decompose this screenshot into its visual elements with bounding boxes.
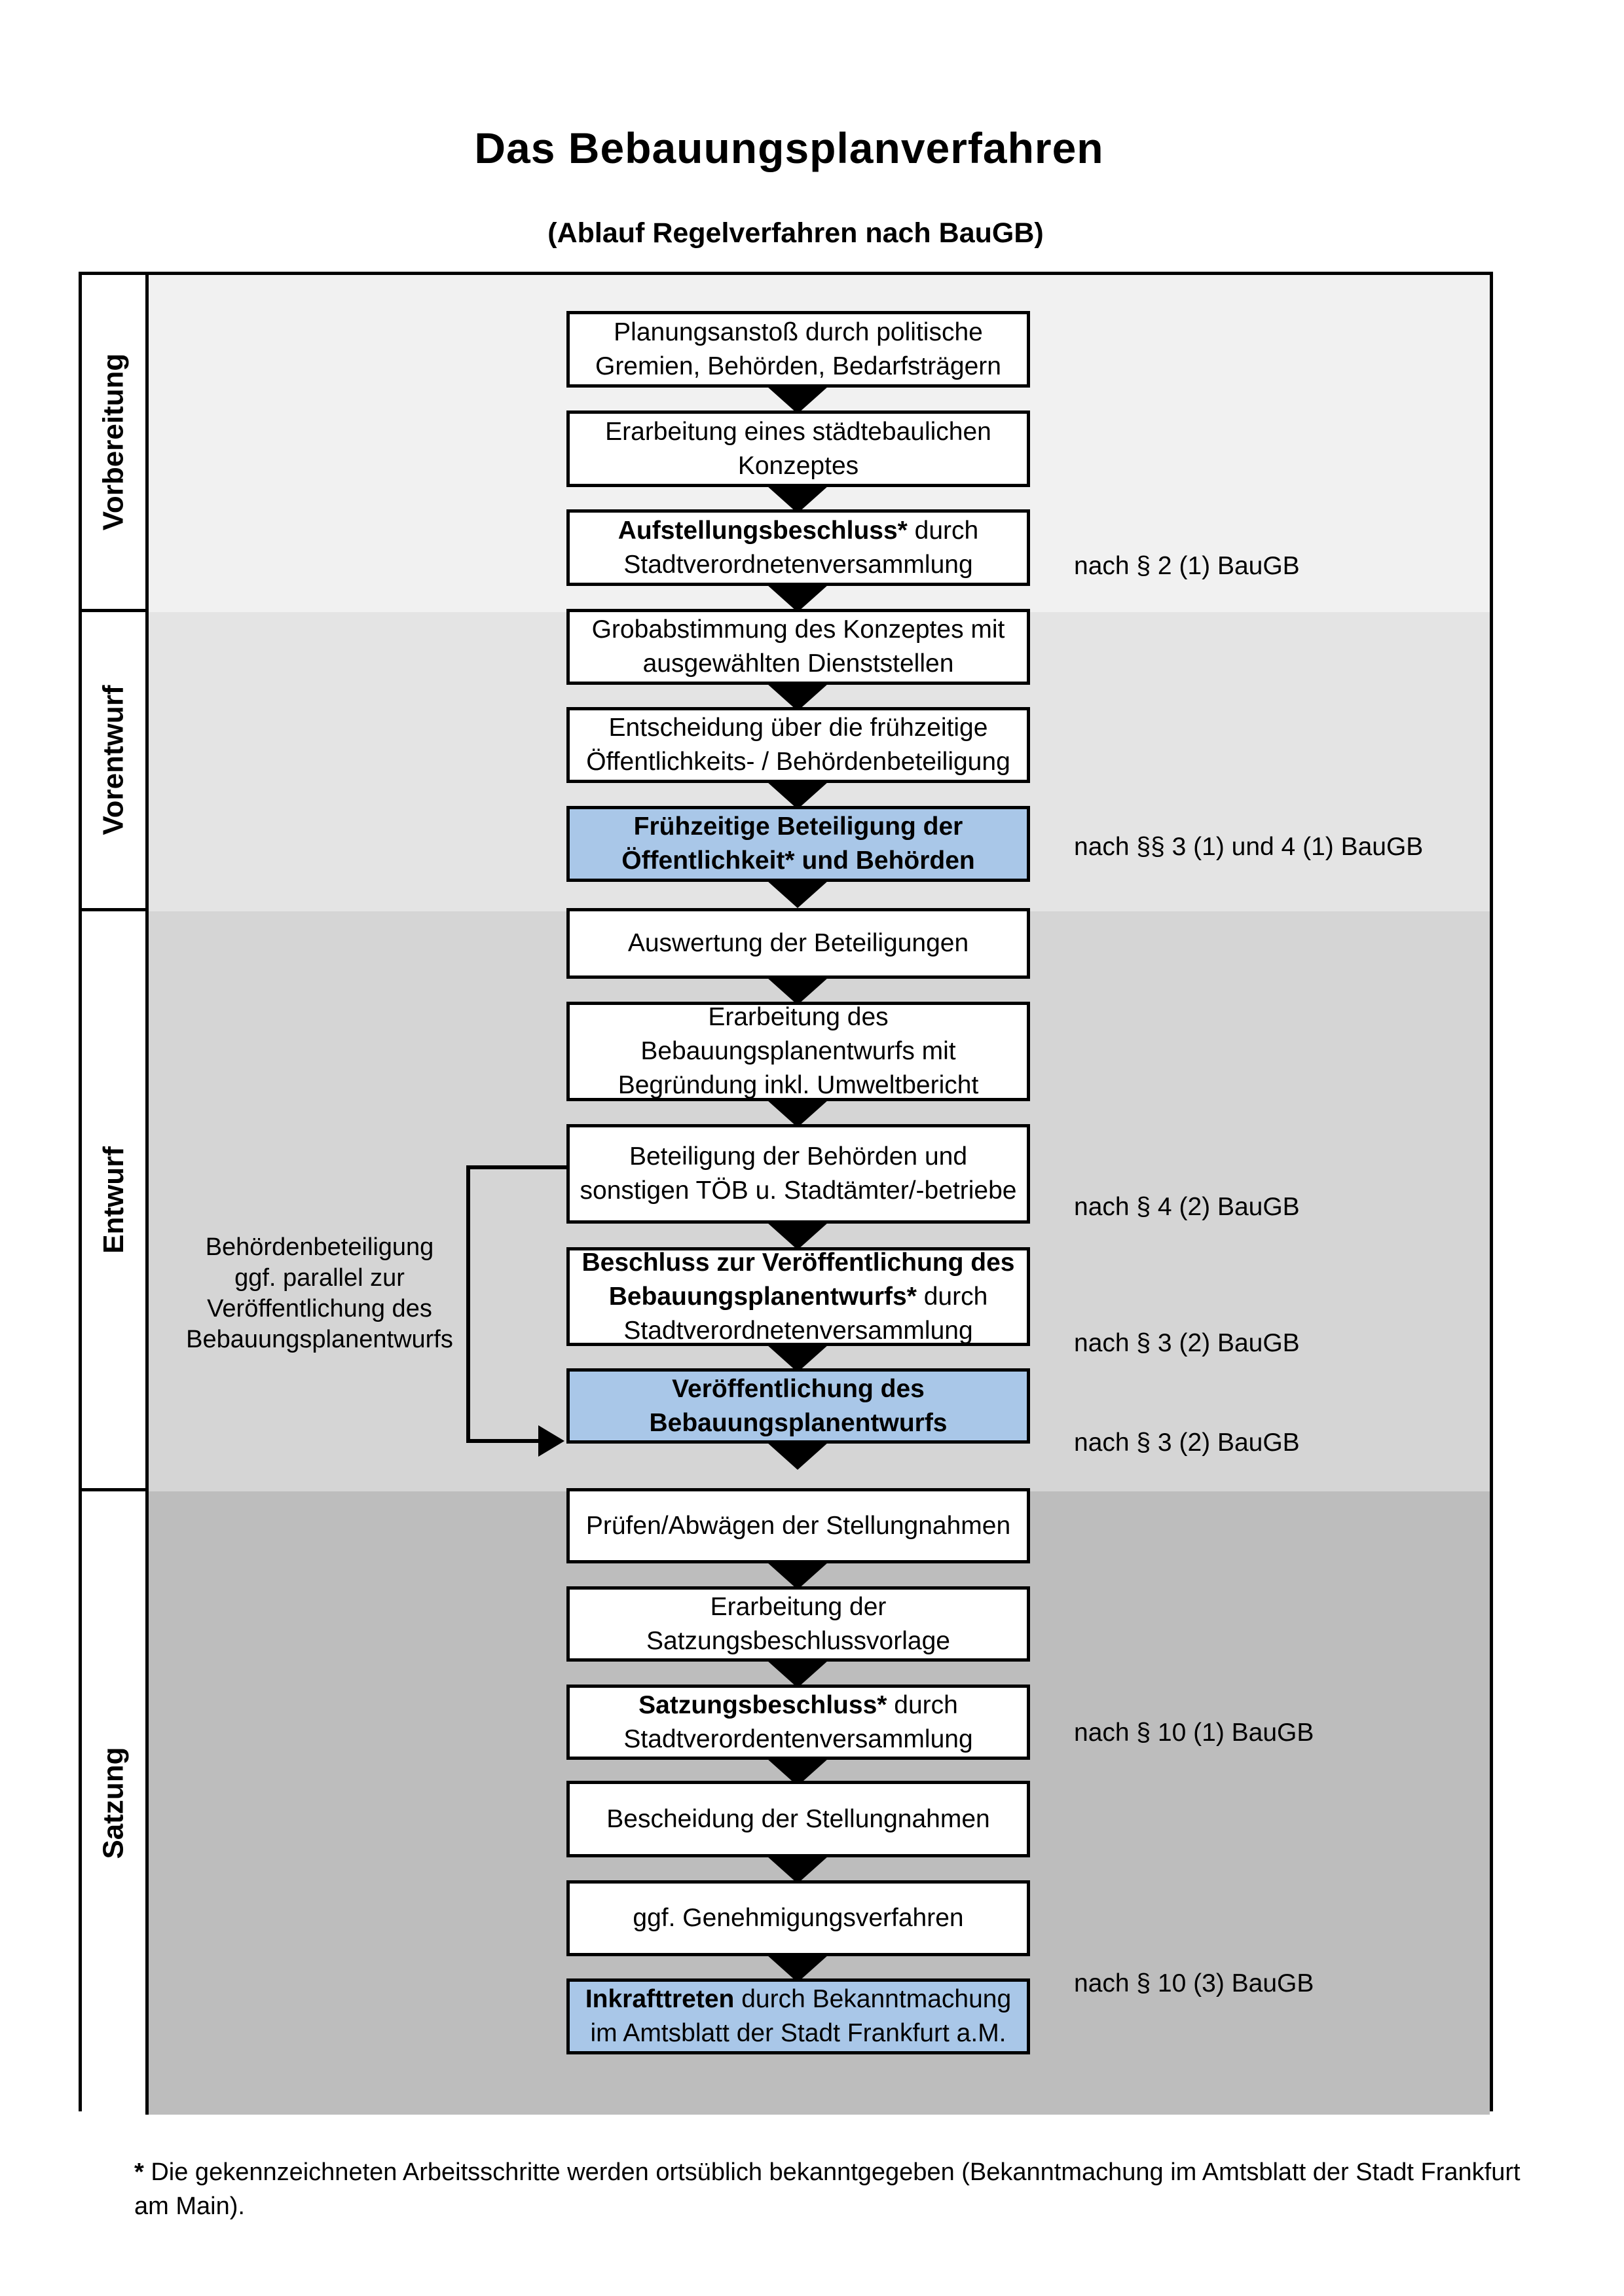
flow-step-box-9: Beteiligung der Behörden und sonstigen TÖ… xyxy=(566,1124,1030,1224)
flow-step-text-line: Grobabstimmung des Konzeptes mit xyxy=(591,615,1005,644)
flow-step-text-line: Öffentlichkeit* und Behörden xyxy=(621,847,975,875)
flow-step-text-line: Gremien, Behörden, Bedarfsträgern xyxy=(595,352,1001,380)
legal-reference-label: nach § 2 (1) BauGB xyxy=(1074,552,1300,580)
parallel-note-line: Behördenbeteiligung xyxy=(205,1233,434,1261)
legal-reference-label: nach § 3 (2) BauGB xyxy=(1074,1429,1300,1457)
flow-step-box-17: Inkrafttreten durch Bekanntmachung im Amt… xyxy=(566,1978,1030,2054)
parallel-connector-arrowhead-icon xyxy=(538,1425,564,1457)
phase-sidebar-cell: Vorentwurf xyxy=(82,612,149,911)
flow-arrow-down-icon xyxy=(767,585,828,612)
phase-label: Vorbereitung xyxy=(97,353,130,531)
footnote-asterisk: * xyxy=(134,2159,144,2186)
flow-step-text-line: Auswertung der Beteiligungen xyxy=(627,929,969,957)
phase-sidebar-cell: Entwurf xyxy=(82,911,149,1491)
flow-step-text-line: Erarbeitung der xyxy=(710,1592,887,1621)
legal-reference-label: nach § 3 (2) BauGB xyxy=(1074,1329,1300,1357)
flow-arrow-down-icon xyxy=(767,1345,828,1372)
flow-step-text-line: Inkrafttreten durch Bekanntmachung xyxy=(585,1985,1012,2013)
flow-step-box-4: Grobabstimmung des Konzeptes mit ausgewäh… xyxy=(566,609,1030,685)
flow-step-text-line: Bebauungsplanentwurfs xyxy=(649,1408,948,1437)
legal-reference-label: nach §§ 3 (1) und 4 (1) BauGB xyxy=(1074,833,1424,861)
flow-step-box-15: Bescheidung der Stellungnahmen xyxy=(566,1781,1030,1857)
flow-step-text-line: Beteiligung der Behörden und xyxy=(629,1142,968,1171)
parallel-note-line: Bebauungsplanentwurfs xyxy=(186,1326,453,1353)
flow-step-box-16: ggf. Genehmigungsverfahren xyxy=(566,1880,1030,1956)
flow-arrow-down-icon xyxy=(767,683,828,711)
flow-step-text-line: Veröffentlichung des xyxy=(672,1374,925,1403)
flow-step-text-line: Prüfen/Abwägen der Stellungnahmen xyxy=(585,1511,1011,1540)
parallel-note-line: ggf. parallel zur xyxy=(234,1264,405,1292)
footnote-text: Die gekennzeichneten Arbeitsschritte wer… xyxy=(134,2159,1521,2220)
parallel-connector-top-segment xyxy=(466,1165,566,1169)
flow-step-box-7: Auswertung der Beteiligungen xyxy=(566,908,1030,979)
phase-sidebar-cell: Satzung xyxy=(82,1491,149,2115)
flow-arrow-down-icon xyxy=(767,1442,828,1470)
flow-arrow-down-icon xyxy=(767,486,828,513)
flow-arrow-down-icon xyxy=(767,782,828,809)
flow-step-text-line: Bescheidung der Stellungnahmen xyxy=(606,1804,990,1833)
flow-arrow-down-icon xyxy=(767,881,828,908)
flow-step-text-line: Stadtverordnetenversammlung xyxy=(623,1316,973,1345)
flow-step-text-line: Entscheidung über die frühzeitige xyxy=(608,714,988,742)
phase-label: Entwurf xyxy=(97,1146,130,1254)
flow-arrow-down-icon xyxy=(767,1100,828,1127)
flow-step-text-line: Erarbeitung eines städtebaulichen xyxy=(605,417,991,446)
phase-sidebar-cell: Vorbereitung xyxy=(82,275,149,612)
flow-arrow-down-icon xyxy=(767,1955,828,1982)
flow-step-text-line: Öffentlichkeits- / Behördenbeteiligung xyxy=(586,748,1010,776)
flow-step-text-line: sonstigen TÖB u. Stadtämter/-betriebe xyxy=(580,1176,1017,1205)
flow-step-text-line: Konzeptes xyxy=(737,451,859,480)
phase-label: Satzung xyxy=(97,1747,130,1859)
flow-step-text-line: Planungsanstoß durch politische xyxy=(614,318,983,346)
flow-step-text-line: im Amtsblatt der Stadt Frankfurt a.M. xyxy=(590,2019,1006,2047)
flow-step-text-line: Aufstellungsbeschluss* durch xyxy=(618,516,979,545)
flow-step-text-line: Satzungsbeschluss* durch xyxy=(638,1690,958,1719)
flow-step-text-line: ggf. Genehmigungsverfahren xyxy=(633,1904,964,1932)
flow-step-text-line: Stadtverordnetenversammlung xyxy=(623,550,973,579)
flow-arrow-down-icon xyxy=(767,386,828,414)
flow-arrow-down-icon xyxy=(767,1222,828,1250)
phase-label: Vorentwurf xyxy=(97,685,130,835)
flow-arrow-down-icon xyxy=(767,1660,828,1688)
flow-step-text-line: Beschluss zur Veröffentlichung des xyxy=(581,1248,1015,1277)
flow-step-text-line: Stadtverordentenversammlung xyxy=(623,1724,973,1753)
page-subtitle: (Ablauf Regelverfahren nach BauGB) xyxy=(547,217,1044,249)
parallel-connector-bottom-segment xyxy=(466,1439,540,1443)
flow-arrow-down-icon xyxy=(767,1856,828,1884)
flow-arrow-down-icon xyxy=(767,977,828,1005)
flow-step-text-line: Satzungsbeschlussvorlage xyxy=(646,1626,950,1655)
flow-step-text-line: Erarbeitung des xyxy=(708,1003,889,1031)
flow-step-box-12: Prüfen/Abwägen der Stellungnahmen xyxy=(566,1488,1030,1563)
parallel-connector-vertical-segment xyxy=(466,1165,470,1443)
legal-reference-label: nach § 10 (3) BauGB xyxy=(1074,1969,1314,1997)
flow-step-text-line: Bebauungsplanentwurfs* durch xyxy=(608,1282,988,1311)
page-title: Das Bebauungsplanverfahren xyxy=(474,124,1104,172)
flow-arrow-down-icon xyxy=(767,1562,828,1590)
legal-reference-label: nach § 10 (1) BauGB xyxy=(1074,1719,1314,1747)
footnote: * Die gekennzeichneten Arbeitsschritte w… xyxy=(134,2155,1529,2223)
flow-step-text-line: Begründung inkl. Umweltbericht xyxy=(618,1071,979,1099)
flow-step-text-line: ausgewählten Dienststellen xyxy=(642,649,954,678)
legal-reference-label: nach § 4 (2) BauGB xyxy=(1074,1193,1300,1221)
flow-step-text-line: Frühzeitige Beteiligung der xyxy=(633,812,963,841)
parallel-note-line: Veröffentlichung des xyxy=(207,1295,432,1322)
flow-step-text-line: Bebauungsplanentwurfs mit xyxy=(640,1037,956,1065)
